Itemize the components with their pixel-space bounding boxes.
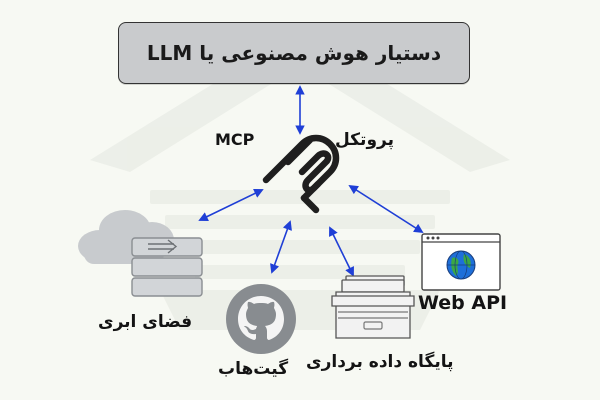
llm-box-label: دستیار هوش مصنوعی یا LLM <box>146 41 442 65</box>
browser-globe-icon <box>421 233 501 291</box>
protocol-label-en: MCP <box>215 130 255 149</box>
llm-box: دستیار هوش مصنوعی یا LLM <box>118 22 470 84</box>
arrow-mcp-github <box>270 220 292 274</box>
database-label: پایگاه داده برداری <box>306 352 454 372</box>
mcp-logo-icon <box>262 134 340 214</box>
github-icon <box>226 284 296 354</box>
arrow-mcp-webapi <box>348 184 424 234</box>
protocol-label-fa: پروتکل <box>335 130 394 150</box>
arrow-mcp-database <box>329 226 354 277</box>
file-cabinet-icon <box>331 275 415 339</box>
cloud-server-icon <box>78 210 203 297</box>
cloud-label: فضای ابری <box>98 312 193 332</box>
arrow-mcp-cloud <box>198 189 264 221</box>
github-label: گیت‌هاب <box>218 359 289 379</box>
webapi-label: Web API <box>418 292 508 314</box>
